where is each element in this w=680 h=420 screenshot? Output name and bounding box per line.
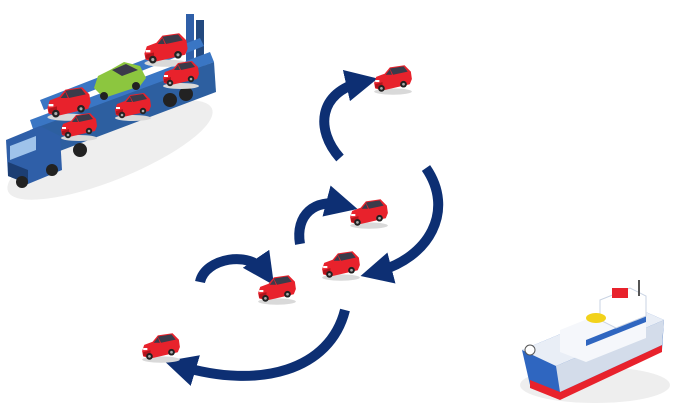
- car-icon: [374, 65, 412, 95]
- cargo-ship: [520, 280, 670, 403]
- green-car-on-truck: [94, 62, 146, 100]
- arrow-curve-up: [319, 69, 378, 162]
- car-icon: [322, 251, 360, 281]
- car-icon: [258, 275, 296, 305]
- car-on-truck: [144, 33, 188, 67]
- truck-cab: [6, 126, 62, 188]
- car-carrier-truck: [6, 14, 216, 200]
- flow-arrows: [164, 69, 444, 386]
- car-icon: [142, 333, 180, 363]
- arrow-small-up: [294, 185, 358, 245]
- arrow-curve-down: [360, 165, 444, 284]
- arrow-curve-left: [164, 308, 350, 386]
- car-icon: [350, 199, 388, 229]
- arrow-small-right: [195, 249, 275, 286]
